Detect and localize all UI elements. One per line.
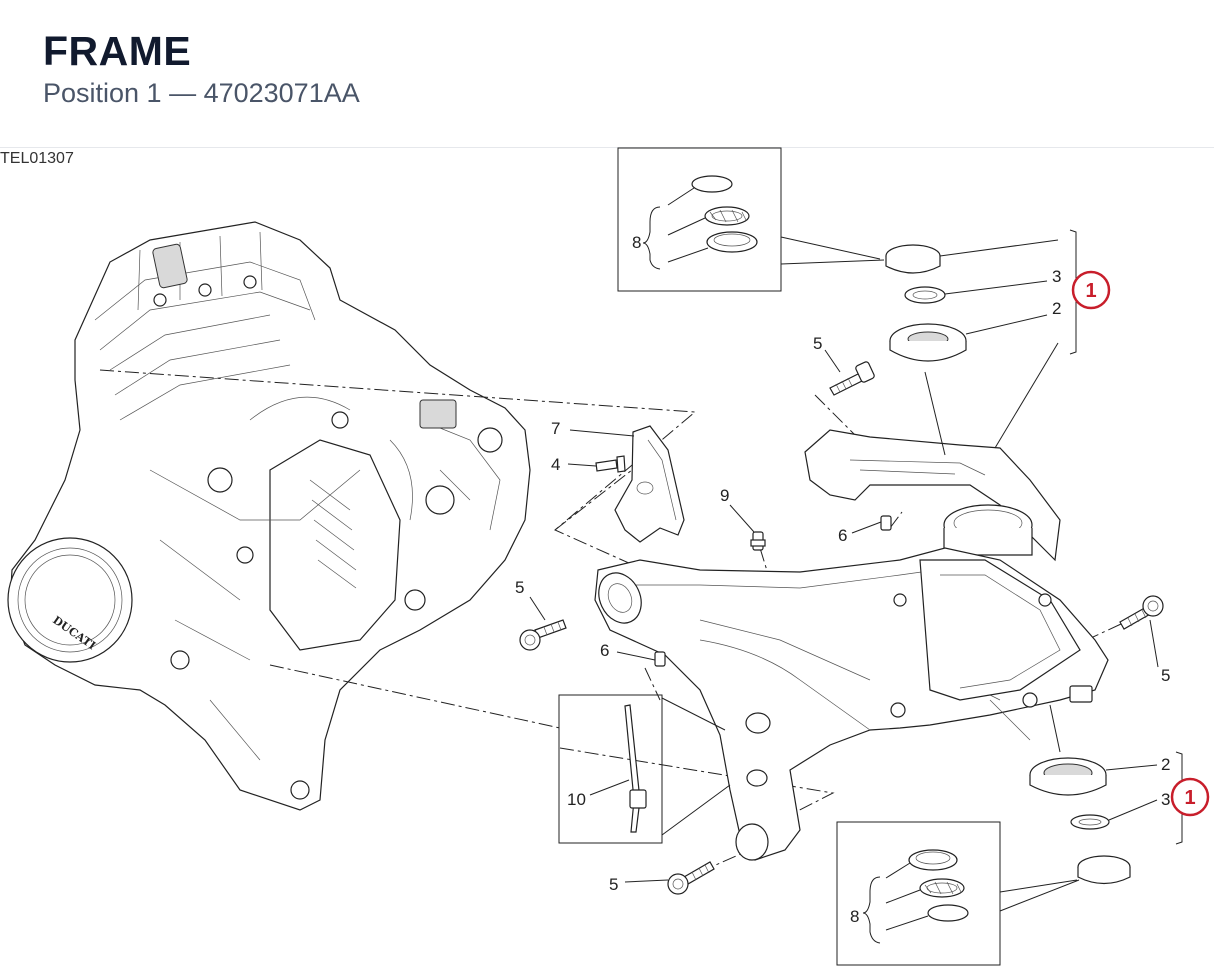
engine-drawing: DUCATI [7,221,531,811]
group-marker-bottom[interactable]: 1 [1170,777,1210,817]
group-marker-top[interactable]: 1 [1071,270,1111,310]
position-subtitle: Position 1 — 47023071AA [43,78,360,108]
fasteners [519,361,1164,895]
inset-box-tie [558,694,731,844]
callout-seal-bottom: 3 [1161,790,1170,809]
group-marker-bottom-label: 1 [1184,787,1195,809]
inset-box-top [617,147,885,292]
callout-bolt-left: 5 [515,578,524,597]
callout-labels: 3 2 8 5 7 4 9 6 5 6 5 10 5 2 3 8 [515,233,1170,926]
callout-nut-right-top: 6 [838,526,847,545]
callout-tie: 10 [567,790,586,809]
callout-bearing-bottom: 2 [1161,755,1170,774]
upper-steering-parts [885,244,1059,456]
callout-bolt-top: 5 [813,334,822,353]
callout-box-top-kit: 8 [632,233,641,252]
callout-bolt-right: 5 [1161,666,1170,685]
inset-box-bottom [836,821,1080,966]
page-title: FRAME [43,28,192,74]
diagram-reference-code: TEL01307 [0,150,74,167]
callout-bolt-bottom: 5 [609,875,618,894]
page-header: FRAME Position 1 — 47023071AA [0,0,1214,148]
frame-drawing [594,429,1109,861]
callout-box-bottom-kit: 8 [850,907,859,926]
bracket-part [595,425,685,543]
callout-bearing-top: 2 [1052,299,1061,318]
callout-seal-top: 3 [1052,267,1061,286]
lower-steering-parts [1029,704,1131,885]
callout-bracket-screw: 4 [551,455,560,474]
group-marker-top-label: 1 [1085,280,1096,302]
callout-nut-left: 6 [600,641,609,660]
callout-sensor-top: 9 [720,486,729,505]
callout-bracket: 7 [551,419,560,438]
